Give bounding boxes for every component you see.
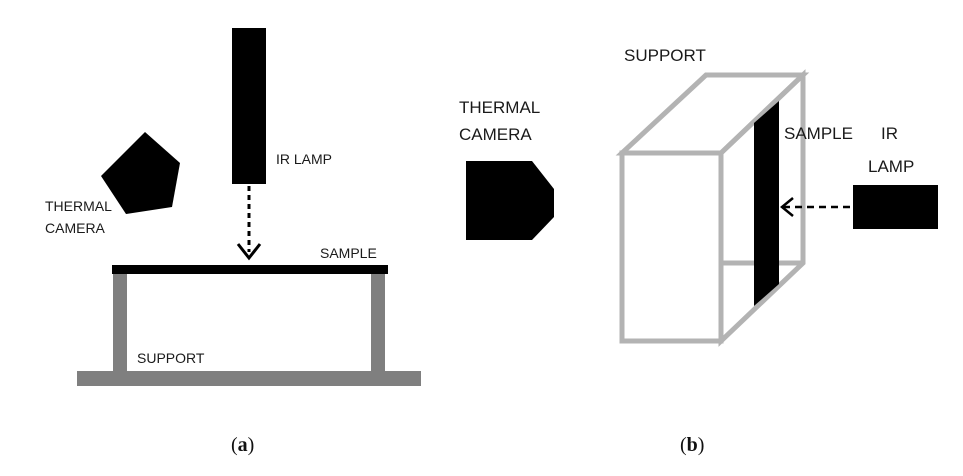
support-base-a (77, 371, 421, 386)
panel-a: IR LAMP THERMAL CAMERA SAMPLE SUPPORT (a… (45, 28, 421, 456)
thermal-camera-label-a-line1: THERMAL (45, 198, 112, 214)
ir-lamp-label-b-line2: LAMP (868, 157, 914, 176)
sample-label-a: SAMPLE (320, 245, 377, 261)
support-leg-left-a (113, 274, 127, 372)
ir-lamp-label-b-line1: IR (881, 124, 898, 143)
ir-lamp-label-a: IR LAMP (276, 151, 332, 167)
thermal-camera-label-b-line1: THERMAL (459, 98, 540, 117)
ir-lamp-b (853, 185, 938, 229)
support-label-b: SUPPORT (624, 46, 706, 65)
thermal-camera-label-b-line2: CAMERA (459, 125, 532, 144)
sample-b (754, 101, 779, 306)
sample-a (112, 265, 388, 274)
thermal-camera-a (101, 132, 180, 214)
sample-label-b: SAMPLE (784, 124, 853, 143)
panel-b: SUPPORT THERMAL CAMERA SAMPLE IR LAMP (b… (459, 46, 938, 456)
caption-b: (b) (680, 434, 704, 456)
support-leg-right-a (371, 274, 385, 372)
caption-a: (a) (231, 434, 254, 456)
thermal-camera-b (466, 161, 554, 240)
ir-lamp-a (232, 28, 266, 184)
ir-beam-arrowhead-a (236, 243, 262, 261)
thermal-camera-label-a-line2: CAMERA (45, 220, 106, 236)
ir-beam-arrowhead-b (780, 197, 794, 217)
support-label-a: SUPPORT (137, 350, 205, 366)
